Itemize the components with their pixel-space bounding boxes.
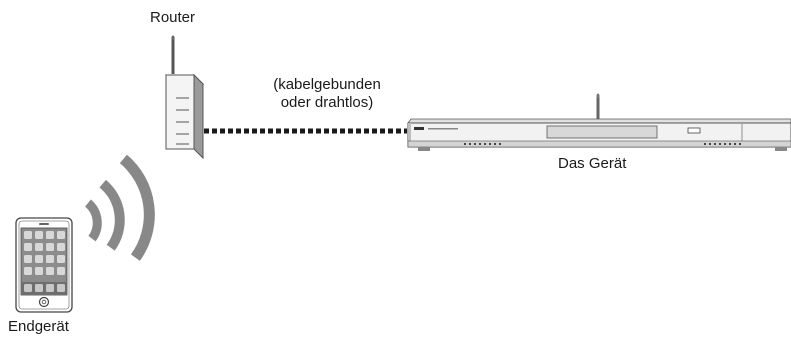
- router-label: Router: [150, 9, 196, 26]
- device-label: Das Gerät: [558, 155, 627, 172]
- device-icon: [407, 93, 791, 151]
- connection-note: (kabelgebunden oder drahtlos): [262, 76, 392, 112]
- endgeraet-icon: [15, 217, 73, 313]
- wireless-signal-icon: [84, 154, 155, 261]
- connection-note-line1: (kabelgebunden: [273, 76, 381, 93]
- endgeraet-label: Endgerät: [8, 318, 69, 335]
- router-icon: [164, 35, 205, 160]
- connection-note-line2: oder drahtlos): [280, 94, 374, 111]
